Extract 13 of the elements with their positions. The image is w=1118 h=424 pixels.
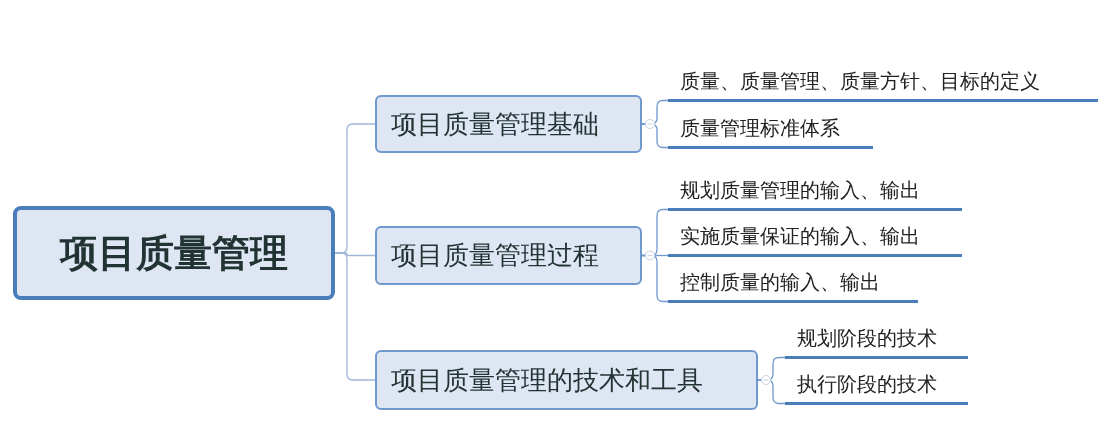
topic-box: 项目质量管理基础 (375, 95, 642, 153)
subtopic-text: 规划质量管理的输入、输出 (668, 172, 962, 211)
connector-line (334, 252, 376, 381)
root-box: 项目质量管理 (13, 206, 335, 300)
subtopic-text: 实施质量保证的输入、输出 (668, 218, 962, 257)
subtopic-text: 质量管理标准体系 (668, 110, 873, 149)
topic-box: 项目质量管理的技术和工具 (375, 350, 758, 410)
subtopic-text: 规划阶段的技术 (785, 320, 968, 359)
subtopic-text: 执行阶段的技术 (785, 366, 968, 405)
subtopic-text: 控制质量的输入、输出 (668, 264, 918, 303)
connector-line (641, 254, 669, 303)
subtopic-text: 质量、质量管理、质量方针、目标的定义 (668, 64, 1098, 102)
topic-box: 项目质量管理过程 (375, 226, 642, 285)
